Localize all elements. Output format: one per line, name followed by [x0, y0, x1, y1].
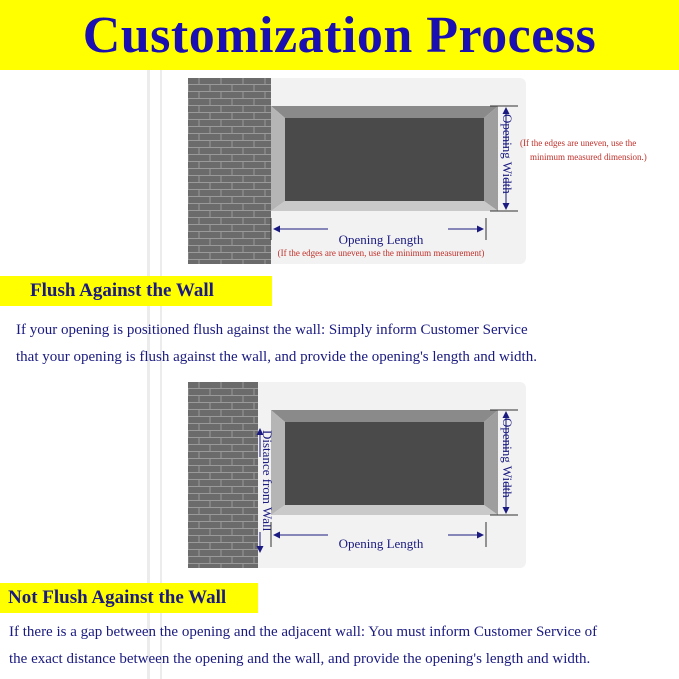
- guide-line-left: [147, 70, 150, 679]
- page-title: Customization Process: [82, 6, 597, 64]
- diagram-flush: Opening Width Opening Length (If the edg…: [188, 78, 526, 264]
- width-label: Opening Width: [500, 114, 515, 194]
- diagram-not-flush: Distance from Wall Opening Width Opening…: [188, 382, 526, 568]
- heading-not-flush: Not Flush Against the Wall: [8, 587, 227, 608]
- flush-desc-line-1: If your opening is positioned flush agai…: [16, 322, 528, 338]
- distance-label: Distance from Wall: [260, 430, 275, 532]
- not-flush-desc-line-1: If there is a gap between the opening an…: [9, 624, 598, 640]
- heading-flush: Flush Against the Wall: [30, 280, 214, 301]
- length-label-2: Opening Length: [339, 536, 424, 551]
- guide-line-right: [160, 70, 162, 679]
- diagram-not-flush-drawing: Distance from Wall Opening Width Opening…: [188, 382, 518, 568]
- brick-wall: [188, 78, 271, 264]
- flush-desc-line-2: that your opening is flush against the w…: [16, 349, 537, 365]
- width-label-2: Opening Width: [500, 418, 515, 498]
- opening-rect: [285, 118, 484, 201]
- brick-wall-2: [188, 382, 258, 568]
- title-banner: Customization Process: [0, 0, 679, 70]
- width-note-1: (If the edges are uneven, use the: [520, 138, 637, 148]
- heading-bar-not-flush: Not Flush Against the Wall: [0, 583, 258, 613]
- length-label: Opening Length: [339, 232, 424, 247]
- heading-bar-flush: Flush Against the Wall: [0, 276, 272, 306]
- opening-rect-2: [285, 422, 484, 505]
- length-note: (If the edges are uneven, use the minimu…: [278, 248, 485, 258]
- diagram-flush-drawing: Opening Width Opening Length (If the edg…: [188, 78, 518, 264]
- not-flush-desc-line-2: the exact distance between the opening a…: [9, 651, 591, 667]
- width-note-2: minimum measured dimension.): [530, 152, 647, 162]
